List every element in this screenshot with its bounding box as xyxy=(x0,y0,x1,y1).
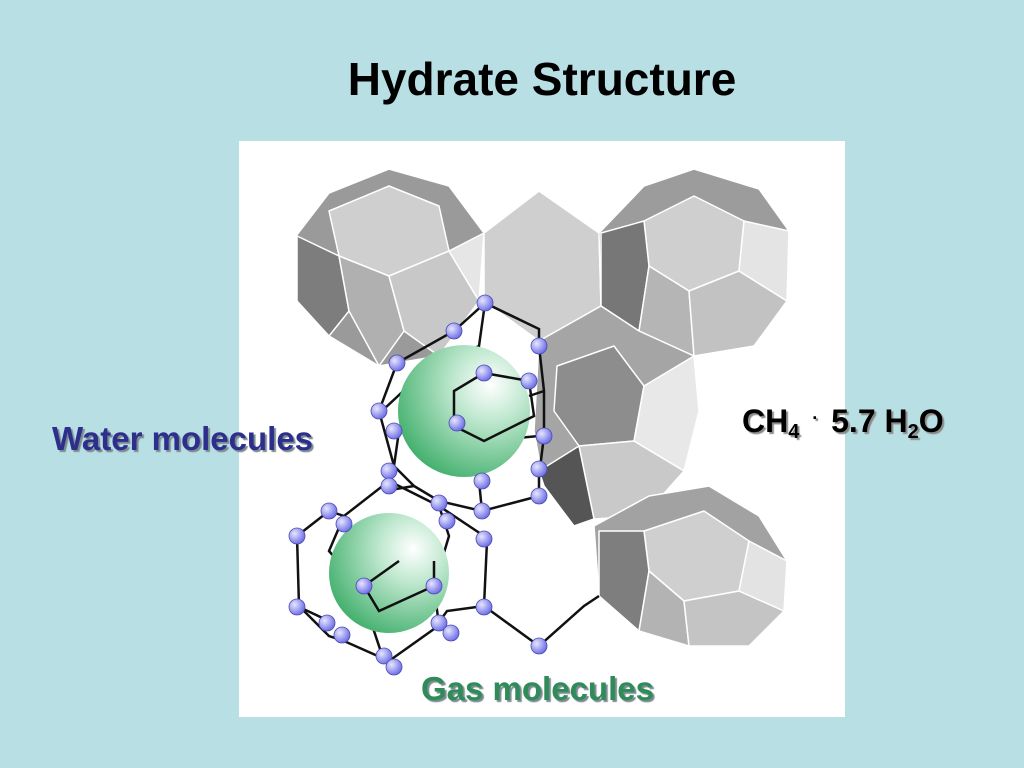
gas-molecule xyxy=(398,345,530,477)
formula-subscript-4: 4 xyxy=(788,421,800,443)
hydrate-cage-diagram xyxy=(288,168,790,676)
gas-molecules xyxy=(329,345,530,633)
formula-oxygen: O xyxy=(918,403,944,439)
water-molecules-label: Water molecules xyxy=(52,420,314,457)
polyhedra-cages xyxy=(295,168,790,647)
formula-dot: · xyxy=(812,408,819,428)
formula-subscript-2: 2 xyxy=(907,421,919,443)
hydrate-formula: CH4 · 5.7 H2O xyxy=(742,403,944,444)
cage-bottom-right xyxy=(593,485,788,647)
hydrate-structure-figure xyxy=(239,141,845,717)
formula-water-coefficient: 5.7 H xyxy=(831,403,908,439)
formula-methane: CH xyxy=(742,403,789,439)
water-molecules xyxy=(288,294,553,676)
gas-molecule xyxy=(329,513,449,633)
slide-title: Hydrate Structure xyxy=(347,53,737,105)
cage-top-right xyxy=(598,168,790,357)
gas-molecules-label: Gas molecules xyxy=(421,670,654,707)
